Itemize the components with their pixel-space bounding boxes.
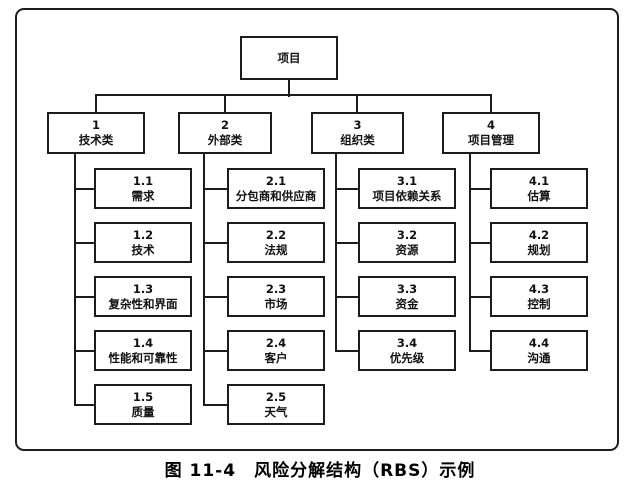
node-label: 性能和可靠性 xyxy=(108,350,178,365)
child-stub-line xyxy=(470,295,490,298)
node-label: 规划 xyxy=(527,242,551,257)
node-label: 需求 xyxy=(131,188,155,203)
child-stub-line xyxy=(470,187,490,190)
node-label: 外部类 xyxy=(207,133,243,147)
node-label: 项目 xyxy=(277,50,301,65)
node-label: 资源 xyxy=(395,242,419,257)
node-id: 3.3 xyxy=(396,281,418,296)
node-label: 沟通 xyxy=(527,350,551,365)
category-spine-line xyxy=(469,154,471,352)
node-id: 1.1 xyxy=(132,173,154,188)
child-stub-line xyxy=(204,187,227,190)
node-label: 质量 xyxy=(131,404,155,419)
node-label: 复杂性和界面 xyxy=(108,296,178,311)
child-stub-line xyxy=(75,241,94,244)
node-id: 1 xyxy=(91,118,100,133)
root-stem-line xyxy=(288,80,290,97)
node-id: 1.4 xyxy=(132,335,154,350)
node-label: 市场 xyxy=(264,296,288,311)
node-id: 1.2 xyxy=(132,227,154,242)
node-id: 2.4 xyxy=(265,335,287,350)
node-id: 3.2 xyxy=(396,227,418,242)
category-drop-line xyxy=(490,95,492,112)
child-stub-line xyxy=(336,187,358,190)
rbs-root-node: 项目 xyxy=(240,36,338,80)
child-stub-line xyxy=(75,187,94,190)
node-id: 2.5 xyxy=(265,389,287,404)
category-drop-line xyxy=(224,95,226,112)
category-drop-line xyxy=(356,95,358,112)
node-id: 4.3 xyxy=(528,281,550,296)
child-stub-line xyxy=(204,295,227,298)
child-stub-line xyxy=(75,349,94,352)
node-label: 组织类 xyxy=(340,133,375,147)
child-stub-line xyxy=(204,349,227,352)
node-id: 1.5 xyxy=(132,389,154,404)
node-label: 估算 xyxy=(527,188,551,203)
child-stub-line xyxy=(204,241,227,244)
child-stub-line xyxy=(336,295,358,298)
figure-caption: 图 11-4 风险分解结构（RBS）示例 xyxy=(164,461,476,481)
node-label: 控制 xyxy=(527,296,551,311)
child-stub-line xyxy=(470,349,490,352)
child-stub-line xyxy=(336,349,358,352)
node-label: 分包商和供应商 xyxy=(235,188,317,203)
node-label: 客户 xyxy=(264,350,288,365)
category-spine-line xyxy=(335,154,337,352)
node-label: 优先级 xyxy=(389,350,425,365)
node-label: 资金 xyxy=(395,296,419,311)
child-stub-line xyxy=(75,295,94,298)
node-id: 2 xyxy=(220,118,229,133)
node-id: 4.2 xyxy=(528,227,550,242)
node-label: 技术类 xyxy=(78,133,114,147)
node-id: 3.1 xyxy=(396,173,418,188)
category-spine-line xyxy=(203,154,205,406)
child-stub-line xyxy=(336,241,358,244)
node-id: 4 xyxy=(486,118,495,133)
node-id: 2.2 xyxy=(265,227,287,242)
node-id: 3 xyxy=(353,118,362,133)
category-rail-line xyxy=(95,94,492,96)
node-id: 3.4 xyxy=(396,335,418,350)
child-stub-line xyxy=(470,241,490,244)
child-stub-line xyxy=(75,403,94,406)
category-drop-line xyxy=(95,95,97,112)
node-id: 4.1 xyxy=(528,173,550,188)
node-id: 2.1 xyxy=(265,173,287,188)
node-id: 1.3 xyxy=(132,281,154,296)
category-spine-line xyxy=(74,154,76,406)
child-stub-line xyxy=(204,403,227,406)
node-label: 法规 xyxy=(264,242,288,257)
node-label: 项目管理 xyxy=(468,133,514,147)
node-label: 技术 xyxy=(131,242,155,257)
node-label: 项目依赖关系 xyxy=(372,188,442,203)
node-id: 2.3 xyxy=(265,281,287,296)
node-id: 4.4 xyxy=(528,335,550,350)
node-label: 天气 xyxy=(264,404,288,419)
